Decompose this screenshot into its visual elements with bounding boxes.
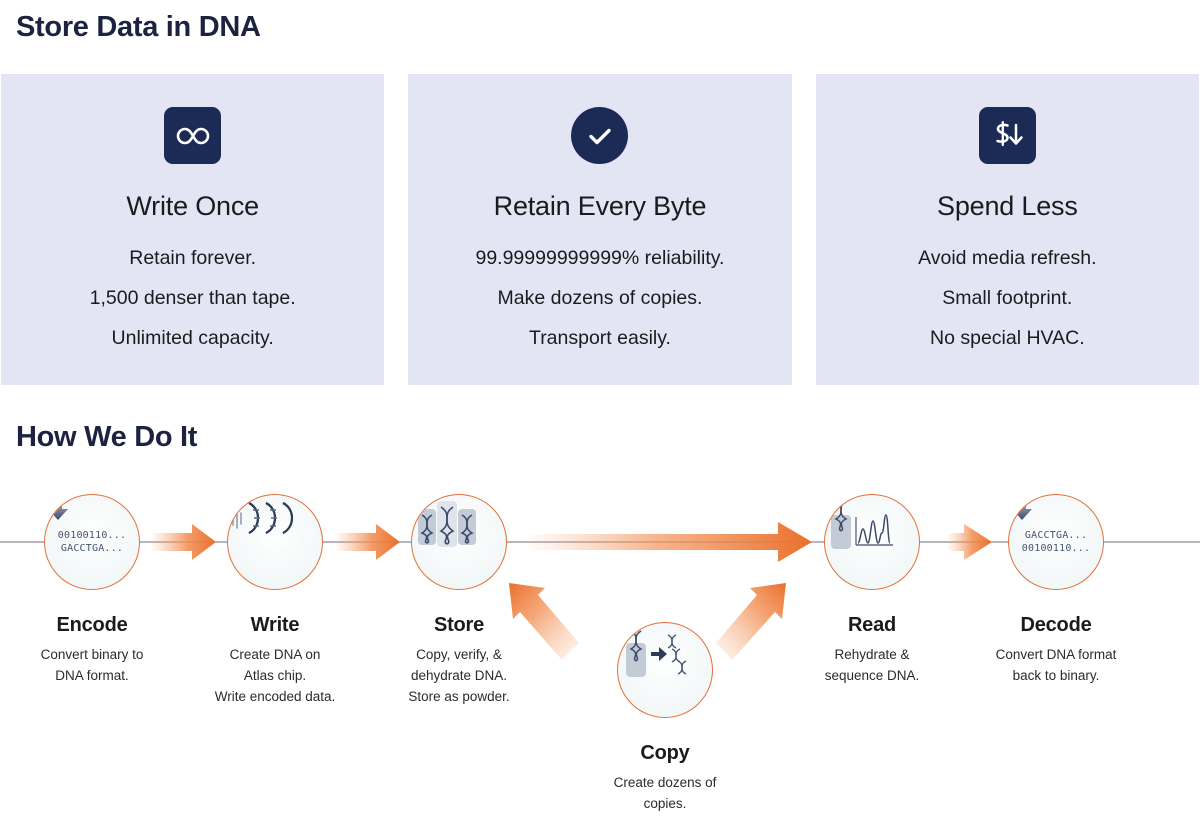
vial-to-many-dna-icon (617, 622, 713, 718)
sequence-bottom: GACCTGA... (60, 543, 124, 554)
caption-line: back to binary. (1012, 668, 1100, 683)
down-arrow-icon (1012, 498, 1032, 520)
caption-line: Convert DNA format (995, 647, 1117, 662)
caption-line: Rehydrate & (834, 647, 910, 662)
dna-helix-chip-icon (227, 494, 323, 590)
step-label: Read (847, 614, 897, 636)
sequence-top: GACCTGA... (1024, 530, 1088, 541)
step-caption: Create dozens of copies. (550, 772, 780, 814)
card-title: Retain Every Byte (493, 191, 707, 221)
card-title: Write Once (126, 191, 259, 221)
feature-card-spend-less: Spend Less Avoid media refresh. Small fo… (815, 74, 1199, 385)
dna-to-binary-icon: GACCTGA... 00100110... (1008, 494, 1104, 590)
step-label: Copy (640, 742, 690, 764)
arrow-write-to-store (336, 524, 400, 560)
card-line: Retain forever. (129, 247, 257, 269)
caption-line: Create DNA on (229, 647, 321, 662)
card-lines: Avoid media refresh. Small footprint. No… (918, 238, 1096, 358)
step-caption: Copy, verify, & dehydrate DNA. Store as … (344, 644, 574, 707)
arrow-read-to-decode (948, 524, 992, 560)
step-label: Store (433, 614, 485, 636)
card-line: Make dozens of copies. (497, 287, 703, 309)
sequence-bottom: 00100110... (1021, 543, 1091, 554)
binary-to-dna-icon: 00100110... GACCTGA... (44, 494, 140, 590)
caption-line: Write encoded data. (214, 689, 336, 704)
step-caption: Convert DNA format back to binary. (941, 644, 1171, 686)
flow-connectors (0, 522, 1200, 660)
caption-line: Store as powder. (408, 689, 510, 704)
caption-line: copies. (643, 796, 687, 811)
caption-line: Convert binary to (40, 647, 144, 662)
caption-line: sequence DNA. (824, 668, 920, 683)
vial-chromatogram-icon (824, 494, 920, 590)
feature-card-retain-every-byte: Retain Every Byte 99.99999999999% reliab… (408, 74, 792, 385)
card-lines: Retain forever. 1,500 denser than tape. … (90, 238, 296, 358)
sequence-top: 00100110... (57, 530, 127, 541)
card-line: 1,500 denser than tape. (89, 287, 296, 309)
step-label: Write (250, 614, 300, 636)
step-caption: Create DNA on Atlas chip. Write encoded … (160, 644, 390, 707)
caption-line: Create dozens of (613, 775, 717, 790)
feature-cards-row: Write Once Retain forever. 1,500 denser … (0, 74, 1200, 385)
card-line: Unlimited capacity. (111, 327, 274, 349)
arrow-copy-to-read (716, 583, 786, 660)
step-caption: Convert binary to DNA format. (0, 644, 207, 686)
card-line: 99.99999999999% reliability. (475, 247, 725, 269)
card-lines: 99.99999999999% reliability. Make dozens… (475, 238, 724, 358)
card-line: Small footprint. (942, 287, 1073, 309)
caption-line: Atlas chip. (243, 668, 307, 683)
caption-line: DNA format. (55, 668, 129, 683)
process-flow-diagram: 00100110... GACCTGA... Encode Convert bi… (0, 462, 1200, 829)
card-title: Spend Less (937, 191, 1078, 221)
step-label: Decode (1020, 614, 1092, 636)
card-line: Transport easily. (529, 327, 671, 349)
down-arrow-icon (48, 498, 68, 520)
caption-line: dehydrate DNA. (410, 668, 508, 683)
step-label: Encode (56, 614, 128, 636)
card-line: No special HVAC. (930, 327, 1085, 349)
caption-line: Copy, verify, & (416, 647, 502, 662)
arrow-store-to-copy (509, 583, 579, 660)
step-caption: Rehydrate & sequence DNA. (757, 644, 987, 686)
arrow-encode-to-write (152, 524, 216, 560)
card-line: Avoid media refresh. (918, 247, 1097, 269)
dna-vials-icon (411, 494, 507, 590)
dollar-down-arrow-icon (978, 107, 1036, 164)
infinity-icon (164, 107, 222, 164)
feature-card-write-once: Write Once Retain forever. 1,500 denser … (1, 74, 385, 385)
arrow-store-to-read (530, 522, 812, 562)
check-icon (571, 107, 629, 164)
page-title-store-data-in-dna: Store Data in DNA (16, 11, 261, 43)
page-title-how-we-do-it: How We Do It (16, 421, 198, 453)
